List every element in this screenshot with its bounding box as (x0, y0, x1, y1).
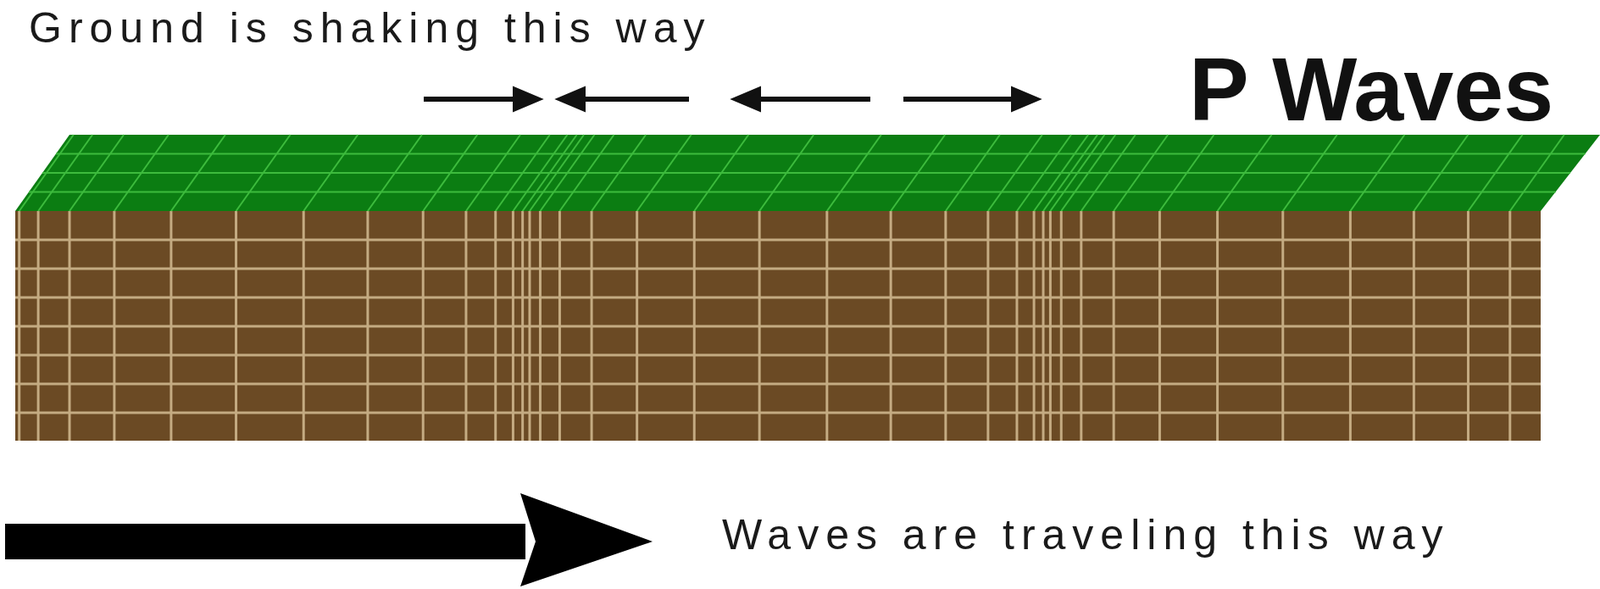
soil-column-line (37, 211, 40, 441)
surface-column-line (1033, 134, 1089, 212)
soil-column-line (511, 211, 515, 441)
soil-column-line (1060, 211, 1063, 441)
surface-column-line (1413, 134, 1468, 212)
soil-column-line (422, 211, 425, 441)
soil-column-line (302, 211, 306, 441)
surface-column-line (422, 134, 478, 212)
surface-column-line (637, 134, 692, 212)
soil-column-line (825, 211, 828, 441)
surface-column-line (303, 134, 358, 212)
soil-column-line (1412, 211, 1416, 441)
surface-column-line (1159, 134, 1214, 212)
surface-column-line (1350, 134, 1405, 212)
soil-row-line (15, 383, 1541, 386)
soil-column-line (527, 211, 531, 441)
soil-column-line (366, 211, 369, 441)
surface-column-line (1016, 134, 1072, 212)
surface-column-line (512, 134, 567, 212)
soil-column-line (986, 211, 989, 441)
surface-column-line (1081, 134, 1136, 212)
surface-column-line (890, 134, 945, 212)
surface-column-line (495, 134, 550, 212)
soil-column-line (1466, 211, 1470, 441)
soil-column-line (558, 211, 562, 441)
surface-row-line (28, 191, 1556, 194)
surface-column-line (529, 134, 584, 212)
soil-column-line (1079, 211, 1083, 441)
surface-column-line (694, 134, 749, 212)
surface-column-line (759, 134, 814, 212)
grid-lines (15, 134, 1586, 441)
surface-column-line (69, 134, 124, 212)
soil-column-line (1158, 211, 1162, 441)
title: P Waves (1188, 44, 1554, 134)
soil-row-line (15, 411, 1541, 415)
soil-column-line (169, 211, 173, 441)
ground-block (15, 211, 1541, 441)
soil-column-line (521, 211, 524, 441)
surface-column-line (466, 134, 521, 212)
travel-arrow (5, 493, 653, 587)
surface-column-line (236, 134, 291, 212)
soil-column-line (17, 211, 21, 441)
soil-column-line (758, 211, 762, 441)
soil-column-line (1033, 211, 1036, 441)
soil-column-line (635, 211, 639, 441)
soil-column-line (112, 211, 116, 441)
soil-row-line (15, 325, 1541, 328)
soil-column-line (944, 211, 947, 441)
surface-column-line (1283, 134, 1338, 212)
soil-column-line (234, 211, 238, 441)
surface-column-line (114, 134, 169, 212)
soil-column-line (1112, 211, 1116, 441)
soil-column-line (1508, 211, 1512, 441)
surface-row-line (42, 172, 1571, 174)
surface-column-line (591, 134, 646, 212)
soil-column-line (1349, 211, 1352, 441)
surface-column-line (367, 134, 423, 212)
shaking-arrows (423, 89, 1036, 109)
soil-row-line (15, 296, 1541, 300)
soil-row-line (15, 354, 1541, 357)
surface-column-line (945, 134, 1000, 212)
soil-column-line (538, 211, 542, 441)
surface-column-line (1050, 134, 1105, 212)
soil-column-line (889, 211, 893, 441)
soil-row-line (15, 267, 1541, 271)
surface-column-line (1467, 134, 1523, 212)
soil-row-line (15, 238, 1541, 242)
shaking-label: Ground is shaking this way (28, 6, 712, 50)
surface-column-line (827, 134, 882, 212)
surface-row-line (55, 153, 1586, 156)
soil-column-line (68, 211, 72, 441)
surface-column-line (38, 134, 93, 212)
soil-column-line (1042, 211, 1045, 441)
surface-column-line (171, 134, 226, 212)
soil-column-line (590, 211, 594, 441)
surface-column-line (1217, 134, 1273, 212)
soil-column-line (494, 211, 497, 441)
surface-column-line (988, 134, 1043, 212)
soil-column-line (1216, 211, 1219, 441)
ground-surface (15, 134, 1600, 212)
surface-column-line (559, 134, 614, 212)
soil-column-line (1015, 211, 1018, 441)
soil-column-line (1281, 211, 1284, 441)
soil-column-line (1049, 211, 1052, 441)
surface-column-line (1113, 134, 1168, 212)
surface-column-line (1510, 134, 1565, 212)
soil-column-line (464, 211, 467, 441)
soil-column-line (693, 211, 696, 441)
travel-label: Waves are traveling this way (722, 513, 1450, 556)
